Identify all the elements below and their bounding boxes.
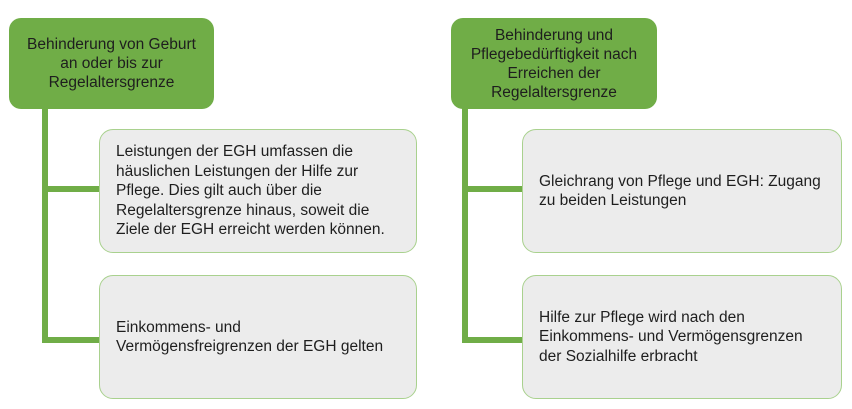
left-header-box: Behinderung von Geburt an oder bis zur R… bbox=[9, 18, 214, 109]
right-card-2-text: Hilfe zur Pflege wird nach den Einkommen… bbox=[539, 308, 803, 365]
right-card-2: Hilfe zur Pflege wird nach den Einkommen… bbox=[522, 275, 842, 399]
left-card-2-text: Einkommens- und Vermögensfreigrenzen der… bbox=[116, 318, 384, 356]
right-header-box: Behinderung und Pflegebedürftigkeit nach… bbox=[451, 18, 657, 109]
left-card-2: Einkommens- und Vermögensfreigrenzen der… bbox=[99, 275, 417, 399]
left-header-text: Behinderung von Geburt an oder bis zur R… bbox=[27, 36, 196, 91]
right-branch-connector-1 bbox=[462, 186, 523, 192]
left-branch-connector-1 bbox=[42, 186, 100, 192]
right-card-1: Gleichrang von Pflege und EGH: Zugang zu… bbox=[522, 129, 842, 253]
left-branch-connector-2 bbox=[42, 337, 100, 343]
right-header-text: Behinderung und Pflegebedürftigkeit nach… bbox=[470, 26, 638, 101]
right-branch-connector-2 bbox=[462, 337, 523, 343]
right-card-1-text: Gleichrang von Pflege und EGH: Zugang zu… bbox=[539, 172, 821, 210]
left-card-1-text: Leistungen der EGH umfassen die häuslich… bbox=[116, 143, 385, 239]
right-vertical-connector bbox=[462, 108, 468, 343]
left-card-1: Leistungen der EGH umfassen die häuslich… bbox=[99, 129, 417, 253]
left-vertical-connector bbox=[42, 108, 48, 343]
